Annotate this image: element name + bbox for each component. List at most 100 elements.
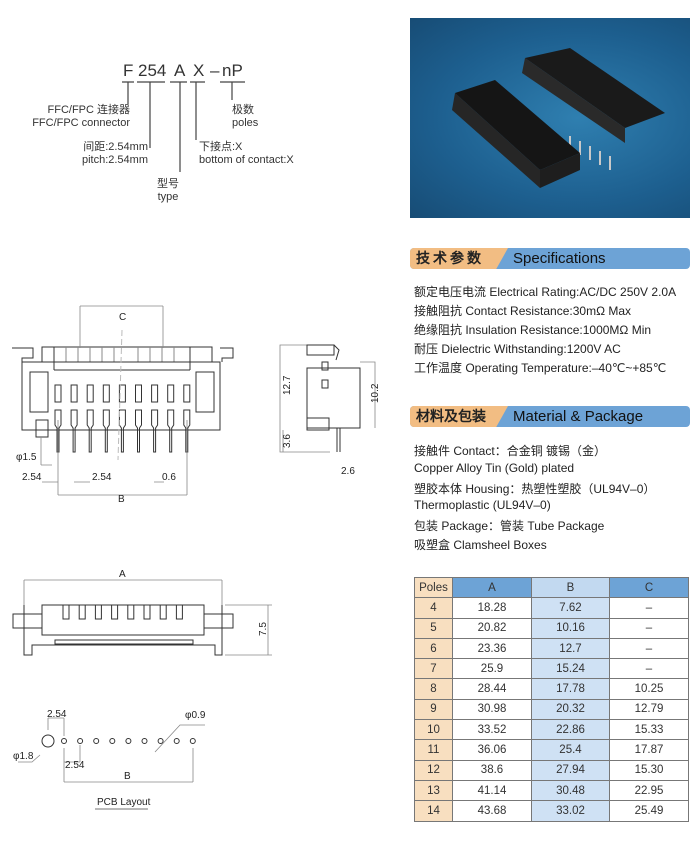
table-cell-a: 23.36: [452, 637, 532, 660]
material-line: Thermoplastic (UL94V–0): [414, 498, 551, 512]
table-cell-poles: 12: [414, 759, 453, 781]
top-slot: [78, 604, 86, 620]
code-poles: nP: [222, 61, 243, 80]
table-cell-poles: 11: [414, 739, 453, 761]
table-cell-a: 36.06: [452, 739, 532, 761]
dim-width-2-6: 2.6: [341, 466, 355, 477]
table-cell-b: 27.94: [531, 759, 610, 781]
material-header: 材料及包装 Material & Package: [410, 406, 690, 427]
top-slot: [94, 604, 102, 620]
pcb-hole: [77, 738, 84, 744]
top-slot: [175, 604, 183, 620]
contact-slot: [135, 384, 142, 403]
dim-height-7-5: 7.5: [258, 622, 269, 636]
pcb-hole: [61, 738, 67, 744]
top-slot: [111, 604, 119, 620]
contact-slot: [54, 384, 62, 403]
spec-line: 工作温度 Operating Temperature:–40℃~+85℃: [414, 361, 667, 375]
front-view-drawing: C φ1.5 2.54 2.54 0.6 B 12.7 10.2 3.6 2.6: [12, 305, 381, 505]
table-cell-c: 15.33: [609, 719, 689, 741]
contact-pin: [135, 409, 142, 453]
dim-height-3-6: 3.6: [282, 434, 293, 448]
dim-phi-1-5: φ1.5: [16, 452, 37, 463]
table-cell-b: 17.78: [531, 678, 610, 700]
table-cell-c: –: [609, 658, 689, 680]
material-line: 吸塑盒 Clamsheel Boxes: [414, 538, 547, 552]
legend-connector-en: FFC/FPC connector: [32, 117, 130, 129]
pcb-layout-title: PCB Layout: [97, 797, 151, 808]
table-cell-poles: 10: [414, 719, 453, 741]
material-line: 包装 Package：管装 Tube Package: [414, 519, 605, 533]
mounting-hole: [41, 734, 55, 748]
legend-connector-cn: FFC/FPC 连接器: [47, 104, 131, 116]
side-view: [306, 344, 361, 452]
legend-contact-cn: 下接点:X: [199, 141, 243, 153]
table-cell-a: 38.6: [452, 759, 532, 781]
table-cell-c: 22.95: [609, 779, 689, 802]
table-cell-c: 17.87: [609, 739, 689, 761]
connector-photo-front: [452, 80, 580, 188]
table-header-row: Poles A B C: [414, 576, 689, 599]
pcb-hole: [189, 738, 196, 744]
legend-poles-en: poles: [232, 117, 259, 129]
header-c: C: [609, 576, 689, 599]
contact-pin: [102, 409, 110, 453]
dim-b: B: [118, 494, 125, 505]
connector-photo-back: [522, 48, 665, 170]
code-leader-lines: [122, 81, 245, 172]
table-cell-a: 33.52: [452, 719, 532, 741]
dim-pitch-1: 2.54: [22, 472, 42, 483]
pcb-hole: [173, 738, 180, 744]
table-cell-a: 18.28: [452, 597, 532, 619]
table-cell-poles: 5: [414, 617, 453, 639]
code-f: F: [123, 61, 134, 80]
dim-pcb-pitch-1: 2.54: [47, 709, 67, 720]
table-cell-b: 30.48: [531, 779, 610, 802]
top-slot: [159, 604, 167, 620]
table-cell-c: 10.25: [609, 678, 689, 700]
table-cell-poles: 8: [414, 678, 453, 700]
dim-height-10-2: 10.2: [370, 383, 381, 403]
table-cell-poles: 7: [414, 658, 453, 680]
spec-line: 耐压 Dielectric Withstanding:1200V AC: [414, 342, 621, 356]
top-view-drawing: A 7.5: [12, 569, 272, 656]
table-cell-poles: 6: [414, 637, 453, 660]
contact-pin: [151, 409, 159, 453]
dim-pcb-b: B: [124, 771, 131, 782]
dim-hole-phi-0-9: φ0.9: [185, 710, 206, 721]
table-cell-poles: 9: [414, 698, 453, 721]
table-cell-a: 28.44: [452, 678, 532, 700]
legend-pitch-en: pitch:2.54mm: [81, 154, 148, 166]
specifications-title-en: Specifications: [513, 250, 606, 267]
table-cell-a: 20.82: [452, 617, 532, 639]
dim-pcb-pitch-2: 2.54: [65, 760, 85, 771]
header-b: B: [531, 576, 610, 599]
contact-pin: [54, 409, 62, 453]
table-cell-b: 25.4: [531, 739, 610, 761]
header-a: A: [452, 576, 532, 599]
table-cell-a: 41.14: [452, 779, 532, 802]
spec-line: 接触阻抗 Contact Resistance:30mΩ Max: [414, 304, 632, 318]
legend-pitch-cn: 间距:2.54mm: [83, 141, 148, 153]
table-cell-b: 22.86: [531, 719, 610, 741]
table-cell-b: 20.32: [531, 698, 610, 721]
table-cell-b: 15.24: [531, 658, 610, 680]
table-cell-c: –: [609, 597, 689, 619]
spec-line: 绝缘阻抗 Insulation Resistance:1000MΩ Min: [414, 323, 652, 337]
pcb-layout-drawing: 2.54 φ0.9 φ1.8 2.54 B PCB Layout: [13, 709, 206, 810]
dim-height-12-7: 12.7: [282, 375, 293, 395]
table-cell-c: –: [609, 637, 689, 660]
table-cell-b: 33.02: [531, 800, 610, 822]
material-line: 塑胶本体 Housing：热塑性塑胶（UL94V–0）: [414, 482, 656, 496]
material-title-cn: 材料及包装: [410, 406, 508, 427]
contact-slot: [167, 384, 175, 403]
